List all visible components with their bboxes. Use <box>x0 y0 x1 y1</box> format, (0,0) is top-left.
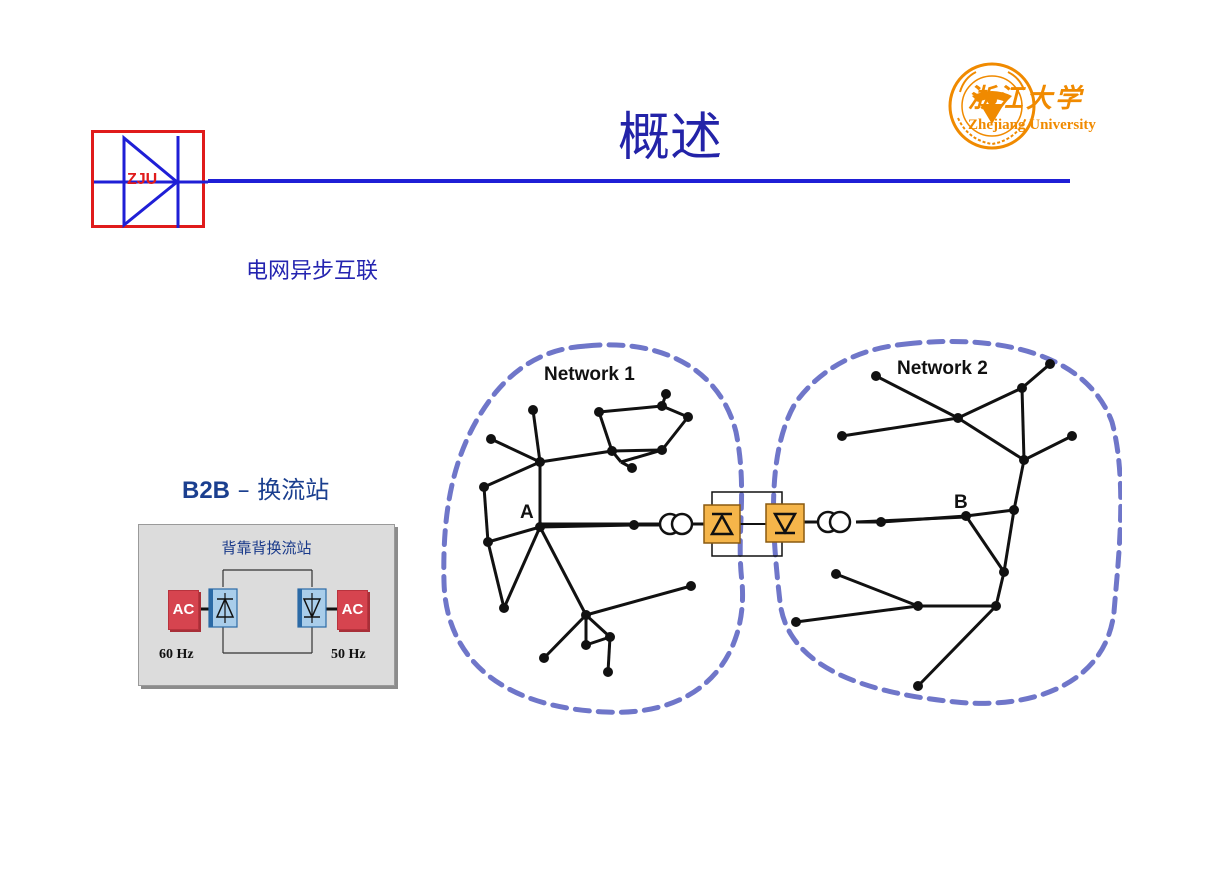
zju-logo: ZJU <box>91 130 208 229</box>
title-rule <box>208 179 1070 183</box>
zju-logo-text: ZJU <box>127 171 158 188</box>
b2b-wiring <box>198 569 337 654</box>
b2b-diagram-title: 背靠背换流站 <box>221 539 312 557</box>
ac-source-left: AC <box>168 590 199 630</box>
inverter-icon <box>297 588 327 628</box>
transformer-right-icon <box>816 510 852 534</box>
section-heading: 电网异步互联 <box>246 259 379 284</box>
network1-boundary <box>441 342 746 715</box>
transformer-left-icon <box>658 512 694 536</box>
converter-station <box>692 491 818 557</box>
network1-label: Network 1 <box>544 364 635 385</box>
university-seal-icon <box>948 62 1036 150</box>
rectifier-valve-icon <box>703 504 741 544</box>
freq-right: 50 Hz <box>331 647 366 662</box>
page-title: 概述 <box>617 108 722 168</box>
b2b-label: B2B – 换流站 <box>182 470 329 505</box>
node-a-label: A <box>520 502 534 523</box>
b2b-label-text: – 换流站 <box>230 476 330 504</box>
network2-label: Network 2 <box>897 358 988 379</box>
node-b-label: B <box>954 492 968 513</box>
ac-source-right: AC <box>337 590 368 630</box>
freq-left: 60 Hz <box>159 647 194 662</box>
diode-icon <box>94 134 208 229</box>
university-name-cn: 浙江大学 <box>968 84 1085 114</box>
university-name-en: Zhejiang University <box>968 117 1096 133</box>
rectifier-icon <box>208 588 238 628</box>
b2b-diagram: 背靠背换流站 AC AC 60 Hz 50 Hz <box>138 524 395 686</box>
inverter-valve-icon <box>765 503 805 543</box>
b2b-label-bold: B2B <box>182 477 231 504</box>
network-diagram: Network 1 Network 2 A B <box>441 338 1122 715</box>
